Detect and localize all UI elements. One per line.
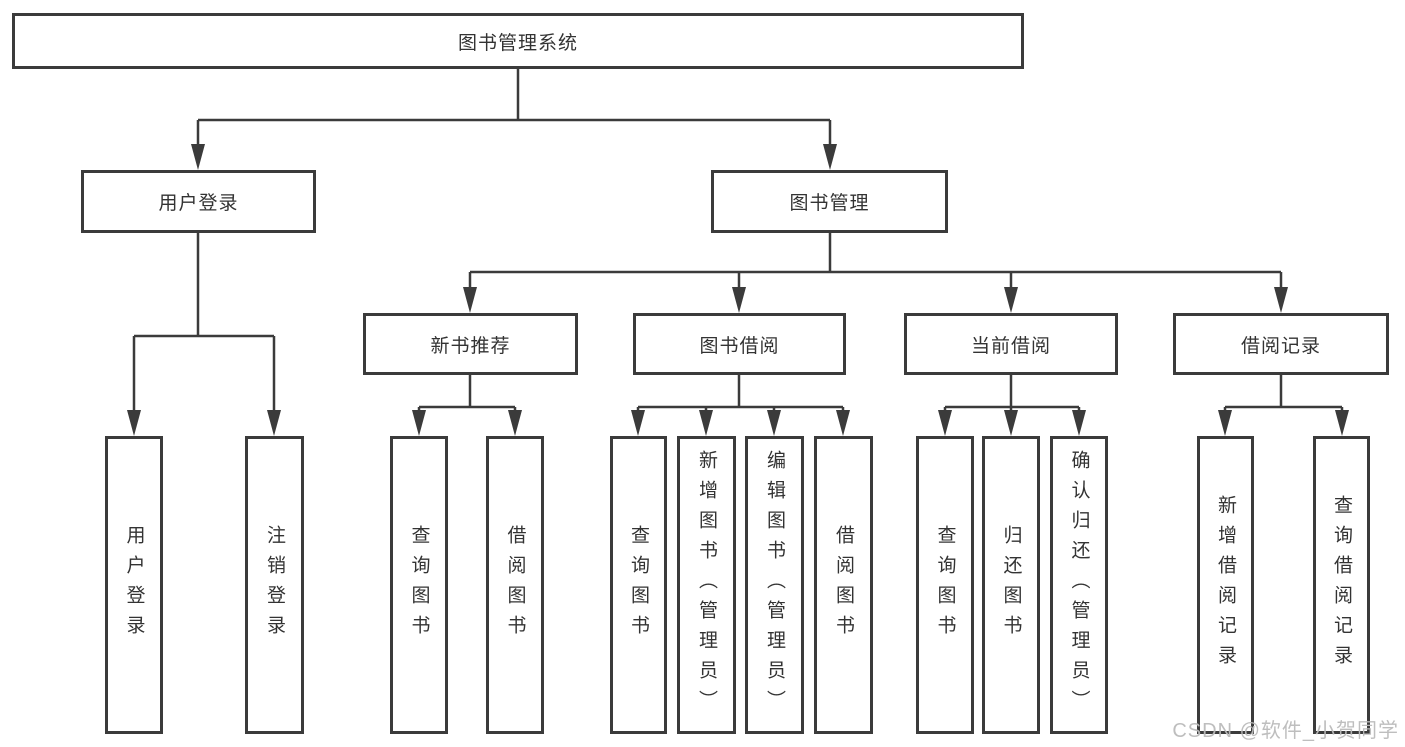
connector-root-to-level2	[191, 69, 837, 170]
connector-new-book-to-leaves	[412, 375, 522, 436]
leaf-label: 注销登录	[264, 525, 285, 645]
leaf-label: 新增借阅记录	[1215, 495, 1236, 675]
connector-book-borrowing-to-leaves	[631, 375, 850, 436]
leaf-edit-books-admin: 编辑图书（管理员）	[745, 436, 804, 734]
leaf-label: 借阅图书	[504, 525, 526, 645]
connector-user-login-to-leaves	[127, 233, 281, 436]
leaf-label: 确认归还（管理员）	[1068, 450, 1090, 720]
leaf-query-books-current: 查询图书	[916, 436, 974, 734]
leaf-label: 查询图书	[628, 525, 649, 645]
connector-borrow-records-to-leaves	[1218, 375, 1349, 436]
node-borrowing-records: 借阅记录	[1173, 313, 1389, 375]
node-label: 图书管理系统	[457, 32, 578, 54]
leaf-label: 用户登录	[123, 525, 145, 645]
leaf-confirm-return-admin: 确认归还（管理员）	[1050, 436, 1108, 734]
leaf-add-books-admin: 新增图书（管理员）	[677, 436, 736, 734]
node-label: 当前借阅	[970, 335, 1051, 357]
connector-book-management-to-sections	[463, 233, 1288, 313]
node-book-management: 图书管理	[711, 170, 948, 233]
leaf-label: 归还图书	[1000, 525, 1022, 645]
leaf-add-borrow-record: 新增借阅记录	[1197, 436, 1254, 734]
node-user-login: 用户登录	[81, 170, 316, 233]
node-new-book-recommendation: 新书推荐	[363, 313, 578, 375]
connector-current-borrowing-to-leaves	[938, 375, 1086, 436]
node-label: 用户登录	[158, 193, 239, 214]
node-book-borrowing: 图书借阅	[633, 313, 846, 375]
leaf-query-books-recommendation: 查询图书	[390, 436, 448, 734]
leaf-user-login: 用户登录	[105, 436, 163, 734]
leaf-label: 查询图书	[934, 525, 956, 645]
node-label: 图书管理	[789, 193, 870, 214]
leaf-query-books-borrowing: 查询图书	[610, 436, 667, 734]
leaf-label: 借阅图书	[833, 525, 854, 645]
leaf-logout: 注销登录	[245, 436, 304, 734]
node-label: 图书借阅	[699, 335, 780, 357]
leaf-label: 查询图书	[408, 525, 430, 645]
leaf-borrow-books: 借阅图书	[814, 436, 873, 734]
leaf-label: 新增图书（管理员）	[696, 450, 717, 720]
leaf-query-borrow-record: 查询借阅记录	[1313, 436, 1370, 734]
leaf-label: 查询借阅记录	[1331, 495, 1352, 675]
node-root-library-management-system: 图书管理系统	[12, 13, 1024, 69]
leaf-return-books: 归还图书	[982, 436, 1040, 734]
leaf-borrow-books-recommendation: 借阅图书	[486, 436, 544, 734]
node-label: 借阅记录	[1240, 335, 1321, 357]
node-label: 新书推荐	[430, 335, 511, 357]
node-current-borrowing: 当前借阅	[904, 313, 1118, 375]
leaf-label: 编辑图书（管理员）	[764, 450, 785, 720]
